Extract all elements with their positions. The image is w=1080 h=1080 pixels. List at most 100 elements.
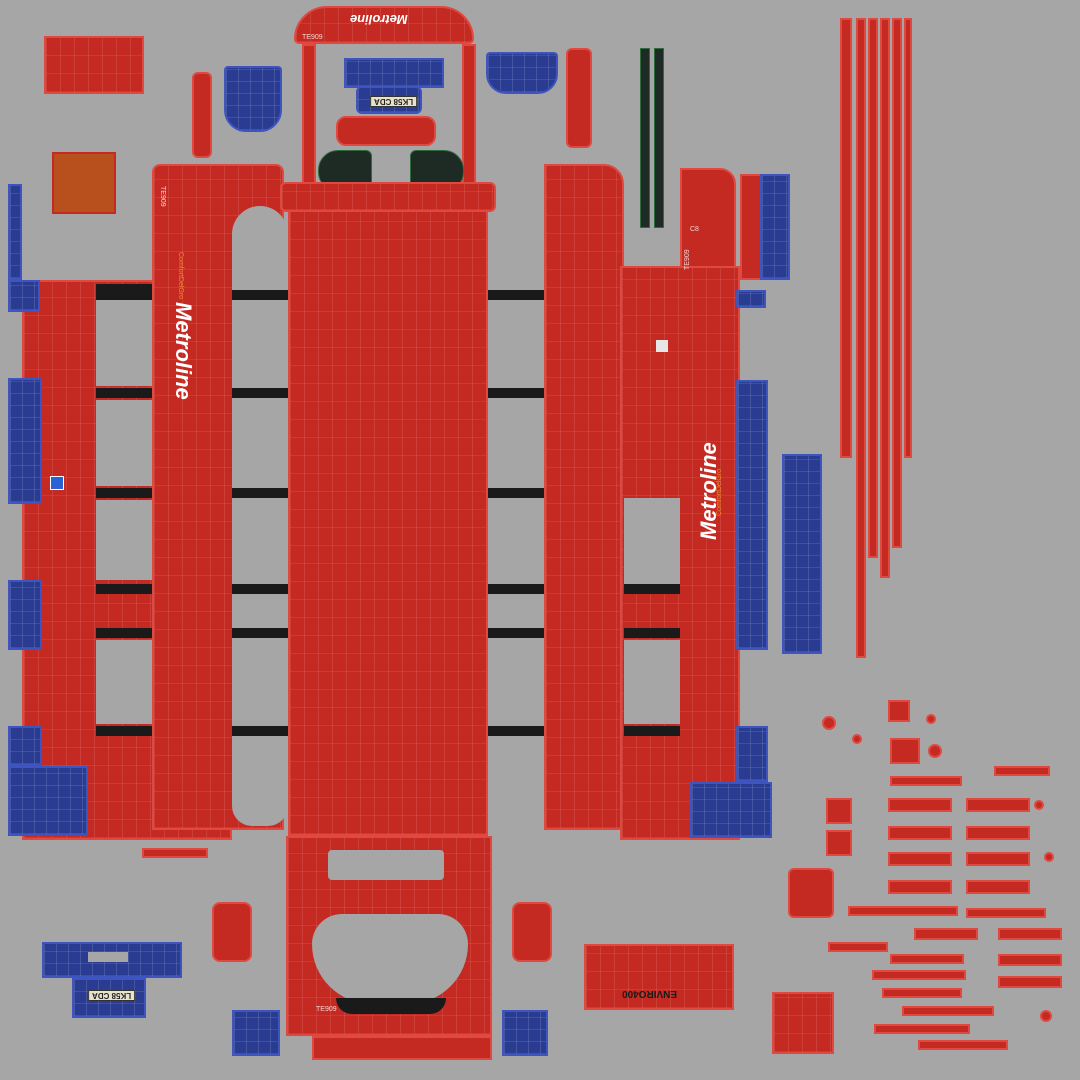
uv-rod (868, 18, 878, 558)
uv-window-stripe (488, 290, 544, 300)
uv-small-bar (966, 798, 1030, 812)
uv-enviro-panel (584, 944, 734, 1010)
uv-blue-right-block (760, 174, 790, 280)
uv-small-bar (902, 1006, 994, 1016)
uv-front-cap (280, 182, 496, 212)
uv-window-stripe (488, 628, 544, 638)
uv-front-handle (336, 116, 436, 146)
uv-round-part (1040, 1010, 1052, 1022)
uv-small-bar (966, 880, 1030, 894)
uv-small-bar (998, 928, 1062, 940)
uv-front-plate-cutout (88, 952, 128, 962)
uv-rear-window-cutout (328, 850, 444, 880)
uv-blue-panel-top-right (486, 52, 558, 94)
uv-blue-right-skirt-1 (736, 290, 766, 308)
uv-window-stripe (488, 488, 544, 498)
model-badge: ENVIRO400 (622, 988, 678, 999)
registration-plate-bottom: LK58 CDA (88, 990, 136, 1001)
uv-window-stripe (96, 488, 152, 498)
fleet-number-rear: TE909 (316, 1006, 337, 1013)
uv-lower-window-right-1 (624, 498, 680, 584)
uv-rear-skirt (312, 1036, 492, 1060)
uv-round-part (852, 734, 862, 744)
uv-blue-left-corner (8, 766, 88, 836)
uv-tail-light-right (512, 902, 552, 962)
uv-window-stripe (488, 388, 544, 398)
uv-tail-light-left (212, 902, 252, 962)
uv-small-bar (872, 970, 966, 980)
fleet-number-right: TE909 (684, 249, 691, 270)
uv-square-part (890, 738, 920, 764)
uv-rod (856, 18, 866, 658)
uv-white-square (656, 340, 668, 352)
uv-window-stripe (624, 726, 680, 736)
uv-blue-left-skirt-1 (8, 280, 40, 312)
uv-mirror-arm-right (566, 48, 592, 148)
uv-blue-panel-top-center (344, 58, 444, 88)
uv-small-bar (914, 928, 978, 940)
uv-arch-post-right (462, 44, 476, 194)
uv-window-opening-right (488, 206, 544, 826)
uv-small-bar (966, 852, 1030, 866)
uv-small-bar (888, 880, 952, 894)
uv-window-stripe (96, 284, 152, 300)
uv-rear-square-part (772, 992, 834, 1054)
uv-window-stripe (488, 584, 544, 594)
uv-small-bar (888, 852, 952, 866)
uv-square-part (888, 700, 910, 722)
uv-lower-window-left-1 (96, 300, 152, 386)
uv-lower-window-left-2 (96, 400, 152, 486)
uv-right-upper-panel (544, 164, 624, 830)
uv-blue-panel-top-left (224, 66, 282, 132)
uv-small-bar (848, 906, 958, 916)
uv-blue-right-skirt-2 (736, 380, 768, 650)
uv-small-bar (998, 954, 1062, 966)
uv-rod (880, 18, 890, 578)
uv-small-bar (888, 826, 952, 840)
uv-blue-left-pillar (8, 184, 22, 280)
uv-rear-bumper (336, 998, 446, 1014)
uv-arch-post-left (302, 44, 316, 194)
uv-round-part (1044, 852, 1054, 862)
fleet-number-top: TE909 (302, 34, 323, 41)
uv-window-stripe (488, 726, 544, 736)
uv-front-plate-bracket (42, 942, 182, 978)
uv-small-bar (966, 908, 1046, 918)
uv-window-stripe (232, 726, 288, 736)
uv-front-plate-mount (72, 978, 146, 1018)
uv-small-bar (994, 766, 1050, 776)
tagline-right: ComfortDelGro (716, 468, 723, 516)
uv-blue-left-skirt-4 (8, 726, 42, 766)
uv-square-part (826, 798, 852, 824)
brand-logo-left-side: Metroline (171, 302, 196, 400)
uv-small-bar (998, 976, 1062, 988)
uv-small-bar (890, 954, 964, 964)
uv-blue-right-corner (690, 782, 772, 838)
uv-mirror-arm-left (192, 72, 212, 158)
uv-square-part (826, 830, 852, 856)
uv-window-stripe (232, 628, 288, 638)
uv-lower-window-left-4 (96, 640, 152, 724)
uv-rear-oval (312, 914, 468, 1004)
tagline-left: ComfortDelGro (177, 252, 184, 300)
uv-round-part (1034, 800, 1044, 810)
uv-window-stripe (96, 584, 152, 594)
uv-glass-strip-2 (654, 48, 664, 228)
uv-rod (904, 18, 912, 458)
uv-small-bar (918, 1040, 1008, 1050)
uv-rod (840, 18, 852, 458)
brand-logo-top: Metroline (350, 12, 408, 27)
uv-blue-rear-corner-left (232, 1010, 280, 1056)
uv-round-part (928, 744, 942, 758)
uv-round-part (926, 714, 936, 724)
uv-window-stripe (624, 628, 680, 638)
uv-blue-left-skirt-3 (8, 580, 42, 650)
uv-cross-part (788, 868, 834, 918)
registration-plate-top: LK58 CDA (370, 96, 418, 107)
uv-small-bar (888, 798, 952, 812)
uv-window-stripe (624, 584, 680, 594)
uv-small-bar (874, 1024, 970, 1034)
uv-window-stripe (232, 290, 288, 300)
uv-round-part (822, 716, 836, 730)
uv-window-stripe (96, 388, 152, 398)
